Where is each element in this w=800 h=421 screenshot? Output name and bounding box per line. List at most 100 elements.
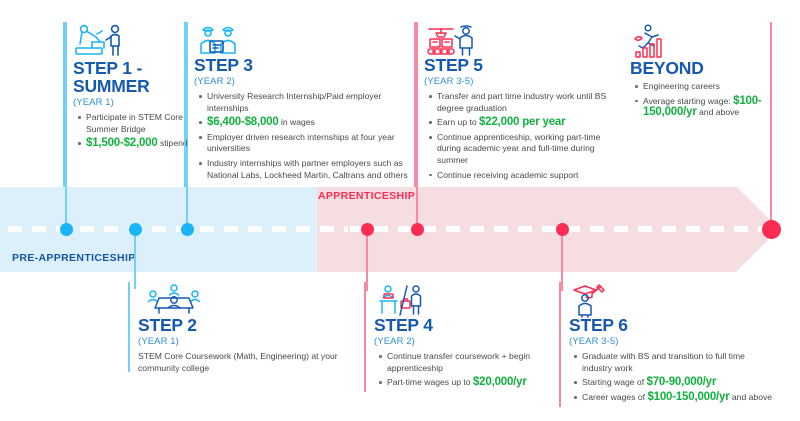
connector-step-6 (561, 229, 563, 291)
dot-step-6 (555, 223, 569, 236)
step-1-year: (YEAR 1) (73, 97, 114, 108)
bullet-text: Transfer and part time industry work unt… (437, 91, 607, 113)
money-value: $1,500-$2,000 (86, 137, 158, 150)
pre-apprenticeship-label: PRE-APPRENTICESHIP (12, 252, 136, 264)
connector-step-4 (366, 229, 368, 291)
step-1-bullets: Participate in STEM Core Summer Bridge $1… (73, 112, 188, 150)
card-rule-step-3 (184, 22, 186, 187)
bullet-text: Average starting wage: (643, 95, 734, 106)
money-value: $6,400-$8,000 (207, 116, 279, 129)
dot-step-1 (59, 223, 73, 236)
bullet-item: $6,400-$8,000 in wages (199, 116, 412, 129)
money-value: $20,000/yr (472, 376, 527, 389)
bullet-item: Career wages of $100-150,000/yr and abov… (574, 390, 777, 404)
step-5-title: STEP 5 (424, 55, 483, 75)
bullet-text: Participate in STEM Core Summer Bridge (86, 112, 183, 134)
beyond-title: BEYOND (630, 58, 704, 78)
step-6-bullets: Graduate with BS and transition to full … (569, 351, 777, 403)
card-step-6: STEP 6 (YEAR 3-5) Graduate with BS and t… (559, 282, 774, 407)
people-meeting-table-icon (142, 284, 206, 316)
dashed-path-blue (8, 226, 348, 232)
card-rule-step-4 (364, 282, 366, 392)
bullet-item: Engineering careers (635, 81, 763, 93)
card-step-1: STEP 1 - SUMMER (YEAR 1) Participate in … (63, 22, 188, 187)
bullet-item: Industry internships with partner employ… (199, 157, 412, 181)
apprenticeship-label: APPRENTICESHIP (318, 190, 416, 202)
step-4-year: (YEAR 2) (374, 336, 415, 347)
step-5-year: (YEAR 3-5) (424, 76, 474, 87)
bullet-text: Engineering careers (643, 81, 720, 91)
step-6-title: STEP 6 (569, 315, 628, 335)
card-rule-step-6 (559, 282, 561, 407)
two-students-clipboard-icon (196, 24, 248, 58)
bullet-text: and above (696, 107, 740, 118)
step-4-title: STEP 4 (374, 315, 433, 335)
bullet-item: University Research Internship/Paid empl… (199, 91, 412, 114)
dot-beyond (761, 220, 781, 239)
bullet-text: Continue transfer coursework + begin app… (387, 351, 531, 373)
bullet-text: Continue apprenticeship, working part-ti… (437, 131, 601, 165)
money-value: $100-150,000/yr (643, 94, 762, 119)
bullet-item: Participate in STEM Core Summer Bridge (78, 112, 188, 135)
step-3-bullets: University Research Internship/Paid empl… (194, 91, 412, 181)
step-3-title: STEP 3 (194, 55, 253, 75)
bullet-item: Continue receiving academic support (429, 169, 622, 182)
card-step-5: STEP 5 (YEAR 3-5) Transfer and part time… (414, 22, 619, 187)
bullet-item: Continue apprenticeship, working part-ti… (429, 131, 622, 167)
bullet-text: Continue receiving academic support (437, 169, 579, 180)
bullet-item: Graduate with BS and transition to full … (574, 351, 777, 374)
bullet-text: Industry internships with partner employ… (207, 157, 408, 180)
step-4-bullets: Continue transfer coursework + begin app… (374, 351, 562, 389)
dot-step-5 (410, 223, 424, 236)
person-climbing-bar-chart-icon (632, 24, 684, 60)
money-value: $22,000 per year (479, 116, 566, 129)
graduate-diploma-icon (571, 284, 619, 318)
connector-step-2 (134, 229, 136, 289)
bullet-text: Starting wage of (582, 377, 647, 388)
card-rule-step-2 (128, 282, 130, 372)
crane-conveyor-worker-icon (426, 24, 478, 58)
step-1-title-line-2: SUMMER (73, 76, 150, 96)
dot-step-3 (180, 223, 194, 236)
money-value: $100-150,000/yr (647, 390, 730, 403)
bullet-item: Average starting wage: $100-150,000/yr a… (635, 94, 763, 119)
card-step-4: STEP 4 (YEAR 2) Continue transfer course… (364, 282, 559, 392)
bullet-text: Career wages of (582, 391, 648, 402)
connector-step-3 (186, 22, 188, 230)
bullet-item: Starting wage of $70-90,000/yr (574, 376, 777, 389)
bullet-text: stipend (157, 138, 188, 149)
step-6-year: (YEAR 3-5) (569, 336, 619, 347)
bullet-text: Earn up to (437, 117, 480, 128)
bullet-item: Part-time wages up to $20,000/yr (379, 376, 562, 389)
bullet-text: in wages (278, 117, 315, 128)
card-step-3: STEP 3 (YEAR 2) University Research Inte… (184, 22, 410, 187)
step-3-year: (YEAR 2) (194, 76, 235, 87)
connector-step-5 (416, 22, 418, 230)
bullet-item: Employer driven research internships at … (199, 131, 412, 155)
card-rule-step-1 (63, 22, 65, 187)
connector-beyond (770, 22, 772, 227)
bullet-text: Graduate with BS and transition to full … (582, 351, 745, 373)
bullet-item: Transfer and part time industry work unt… (429, 91, 622, 114)
card-step-2: STEP 2 (YEAR 1) STEM Core Coursework (Ma… (128, 282, 348, 373)
step-1-title-line-1: STEP 1 - (73, 58, 143, 78)
robot-arm-person-icon (73, 24, 129, 58)
step-2-title: STEP 2 (138, 315, 197, 335)
step-5-bullets: Transfer and part time industry work unt… (424, 91, 622, 181)
dot-step-2 (128, 223, 142, 236)
bullet-item: Earn up to $22,000 per year (429, 116, 622, 129)
money-value: $70-90,000/yr (646, 376, 717, 389)
bullet-text: Part-time wages up to (387, 377, 473, 388)
bullet-text: and above (729, 391, 773, 402)
bullet-text: University Research Internship/Paid empl… (207, 91, 382, 113)
bullet-item: Continue transfer coursework + begin app… (379, 351, 562, 374)
step-2-note: STEM Core Coursework (Math, Engineering)… (138, 351, 338, 373)
step-2-year: (YEAR 1) (138, 336, 179, 347)
connector-step-1 (65, 22, 67, 230)
bullet-text: Employer driven research internships at … (207, 131, 395, 154)
bullet-item: $1,500-$2,000 stipend (78, 137, 188, 150)
dot-step-4 (360, 223, 374, 236)
